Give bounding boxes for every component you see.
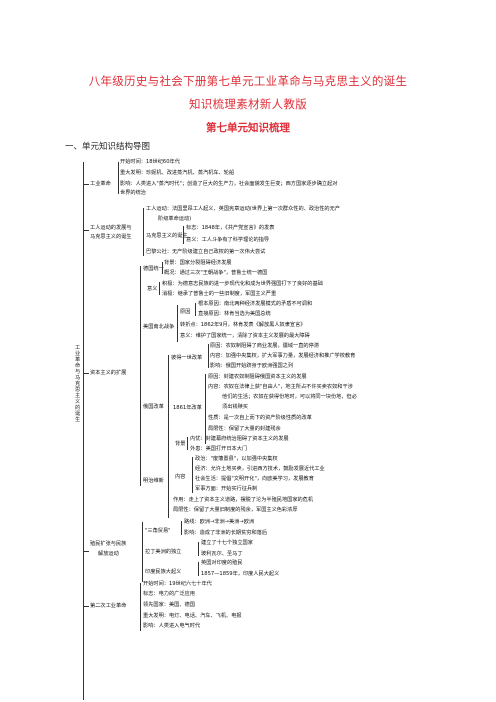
unit-title: 第七单元知识梳理: [206, 122, 290, 134]
peter-reform-label: 彼得一世改革: [171, 355, 203, 361]
peter-reform-reason: 原因：农奴制阻碍了商业发展，疆域一直的停滞: [210, 343, 319, 349]
peter-reform-content: 内容：加强中央集权，扩大军事力量，发展经济和推广学校教育: [210, 353, 356, 359]
latin-america-countries: 建立了十七个独立国家: [201, 540, 253, 546]
marxism-mark: 标志：1848年，《共产党宣言》的发表: [186, 225, 275, 231]
reform-1861-content-line2: 他们的生活；农奴在获得份地时，可以将同一块份地，但必: [222, 394, 357, 400]
paris-commune: 巴黎公社：无产阶级建立自己政权的第一次伟大尝试: [146, 249, 266, 255]
us-civil-war-label: 美国南北战争: [143, 324, 175, 330]
second-ir-start: 开始时间：19世纪六七十年代: [143, 581, 212, 587]
second-ir-inventions: 重大发明：电灯、电话、汽车、飞机、电报: [143, 613, 242, 619]
document-title-line2: 知识梳理素材新人教版: [189, 97, 307, 111]
germany-background: 背景：国家分裂阻碍经济发展: [164, 260, 232, 266]
latin-america-label: 拉丁美洲的独立: [145, 549, 182, 555]
us-cause-label: 原因: [180, 309, 191, 315]
india-uprising-years: 1857—1859年，印度人民大起义: [201, 571, 280, 577]
meiji-society: 社会生活：提倡"文明开化"，向欧美学习，发展教育: [195, 476, 314, 482]
ir-inventions: 重大发明：珍妮机、改进蒸汽机、蒸汽机车、轮船: [120, 170, 235, 176]
triangle-trade-route: 路线：欧洲→非洲→美洲→欧洲: [184, 519, 255, 525]
marxism-label: 马克思主义的诞生: [146, 233, 188, 239]
reform-1861-nature: 性质：是一次自上而下的资产阶级性质的改革: [208, 415, 312, 421]
branch-labor-movement-line2: 马克思主义的诞生: [90, 234, 132, 240]
branch-second-industrial-revolution: 第二次工业革命: [90, 603, 127, 609]
meiji-effect: 作用：走上了资本主义道路，摆脱了沦为半殖民地国家的危机: [173, 497, 314, 503]
second-ir-impact: 影响：人类进入电气时代: [143, 623, 201, 629]
reform-1861-reason: 原因：封建农奴制阻碍俄国资本主义的发展: [208, 374, 307, 380]
second-ir-mark: 标志：电力的广泛应用: [143, 591, 195, 597]
us-turning-point: 转折点：1862年9月，林肯发表《解放黑人奴隶宣言》: [180, 322, 306, 328]
india-colonial-rule: 英国对印度的殖民: [201, 560, 243, 566]
branch-industrial-revolution: 工业革命: [90, 181, 111, 187]
branch-colonial-line1: 殖民扩张与民族: [90, 541, 127, 547]
branch-capitalism: 资本主义的扩展: [90, 370, 127, 376]
document-title-line1: 八年级历史与社会下册第七单元工业革命与马克思主义的诞生: [88, 74, 408, 88]
second-ir-leaders: 领先国家：美国、德国: [143, 602, 195, 608]
reform-1861-label: 1861年改革: [173, 405, 202, 411]
root-bracket: [83, 162, 84, 700]
germany-process: 概况：通过三次"王朝战争"，普鲁士统一德国: [164, 270, 268, 276]
us-cause-direct: 直接原因：林肯当选为美国总统: [198, 311, 271, 317]
meiji-military: 军事方面：开始实行征兵制: [195, 486, 258, 492]
latin-america-heroes: 玻利瓦尔、圣马丁: [201, 551, 243, 557]
branch-colonial-line2: 解放运动: [98, 551, 119, 557]
germany-label: 德国统一: [143, 266, 164, 272]
meiji-limit: 局限性：保留了大量旧制度的残余，军国主义色彩浓厚: [173, 507, 298, 513]
russia-label: 俄国改革: [143, 404, 164, 410]
germany-negative: 消极：继承了普鲁士的一些旧制度，军国主义严重: [162, 291, 277, 297]
ir-start-time: 开始时间：18世纪60年代: [120, 159, 180, 165]
meiji-economy: 经济：允许土地买卖，引进西方技术，鼓励发展近代工业: [195, 466, 325, 472]
triangle-trade-impact: 影响：造成了非洲的长期贫穷和落后: [184, 530, 268, 536]
meiji-content-label: 内容: [175, 474, 186, 480]
germany-significance-label: 意义: [147, 286, 158, 292]
us-cause-root: 根本原因：南北两种经济发展模式的矛盾不可调和: [198, 301, 313, 307]
meiji-external-threat: 外患：美国打开日本大门: [190, 446, 248, 452]
reform-1861-limit: 局限性：保留了大量的封建残余: [208, 426, 281, 432]
peter-reform-impact: 影响：俄国开始跻身于欧洲强国之列: [210, 363, 294, 369]
us-meaning: 意义：维护了国家统一，清除了资本主义发展的最大障碍: [180, 333, 310, 339]
india-uprising-label: 印度民族大起义: [145, 569, 182, 575]
meiji-internal-trouble: 内忧：封建幕府统治阻碍了资本主义的发展: [190, 436, 289, 442]
reform-1861-content-line1: 内容：农奴在法律上获"自由人"，地主所占不许买卖农奴和干涉: [208, 384, 353, 390]
triangle-trade-label: "三角贸易": [145, 528, 171, 534]
section-heading: 一、单元知识结构导图: [65, 142, 151, 152]
meiji-politics: 政治："废藩置县"，以加强中央集权: [195, 456, 278, 462]
marxism-meaning: 意义：工人斗争有了科学理论的指导: [186, 237, 270, 243]
meiji-background-label: 背景: [175, 441, 186, 447]
meiji-label: 明治维新: [143, 478, 164, 484]
workers-movement-line1: 工人运动：法国里昂工人起义、英国宪章运动(世界上第一次群众性的、政治性的无产: [146, 206, 340, 212]
reform-1861-content-line3: 须出钱赎买: [222, 404, 248, 410]
branch-labor-movement-line1: 工人运动的发展与: [90, 225, 132, 231]
ir-impact-line2: 世界的统治: [120, 190, 146, 196]
root-label: 工业革命与马克思主义的诞生: [75, 345, 81, 423]
ir-impact-line1: 影响：人类进入"蒸汽时代"；创造了巨大的生产力，社会面貌发生巨变；西方国家逐步确…: [120, 181, 338, 187]
germany-positive: 积极：为德意志民族的进一步现代化和成为世界强国打下了良好的基础: [162, 281, 323, 287]
workers-movement-line2: 阶级革命运动): [158, 216, 192, 222]
